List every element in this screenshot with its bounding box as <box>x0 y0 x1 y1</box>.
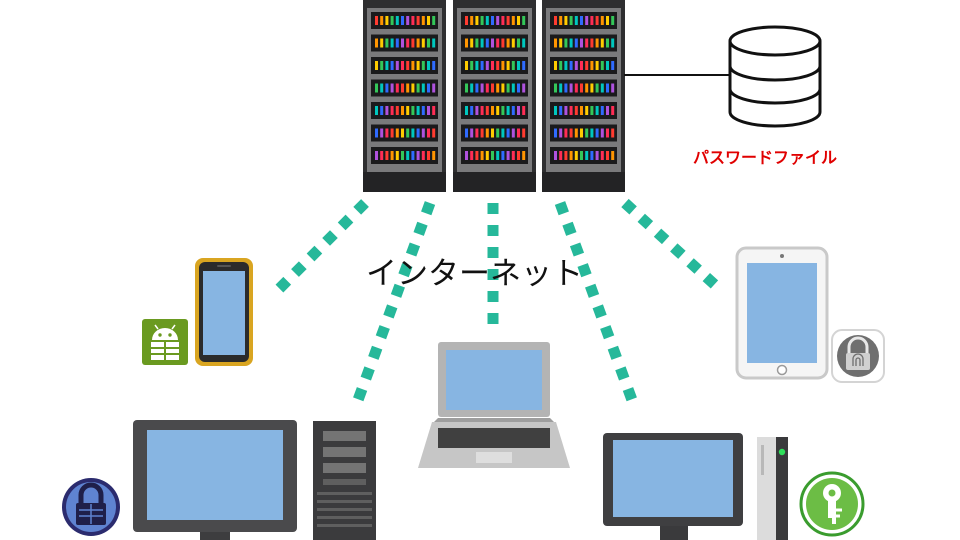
desktop-tower <box>313 421 376 540</box>
server-rack-3 <box>542 0 625 192</box>
laptop-device <box>418 342 570 468</box>
desktop-monitor <box>133 420 297 540</box>
password-file-label: パスワードファイル <box>693 148 838 167</box>
server-rack-2 <box>453 0 536 192</box>
fingerprint-lock-icon <box>831 329 885 383</box>
database-icon <box>728 25 822 128</box>
internet-label: インターネット <box>366 256 583 292</box>
server-rack-1 <box>363 0 446 192</box>
server-racks <box>363 0 625 192</box>
slim-tower <box>757 437 788 540</box>
tablet-device <box>735 246 829 380</box>
connection-line-desktop <box>352 201 436 402</box>
android-keepass-icon <box>142 319 188 365</box>
keepassxc-key-icon <box>799 471 865 537</box>
keepass-lock-icon <box>62 478 120 536</box>
connection-line-phone <box>274 199 369 294</box>
connection-line-tablet <box>621 198 719 290</box>
smartphone-device <box>195 258 253 366</box>
all-in-one-monitor <box>603 433 743 540</box>
connection-line-imac <box>554 201 638 402</box>
